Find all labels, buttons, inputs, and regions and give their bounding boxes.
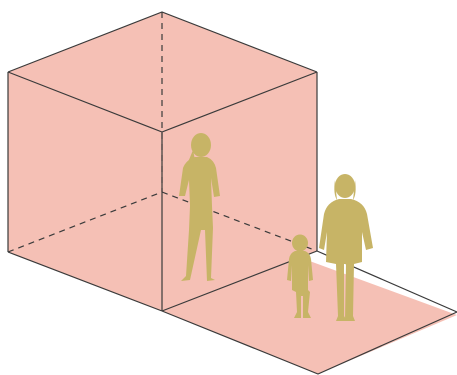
cube-size-diagram	[0, 0, 457, 375]
